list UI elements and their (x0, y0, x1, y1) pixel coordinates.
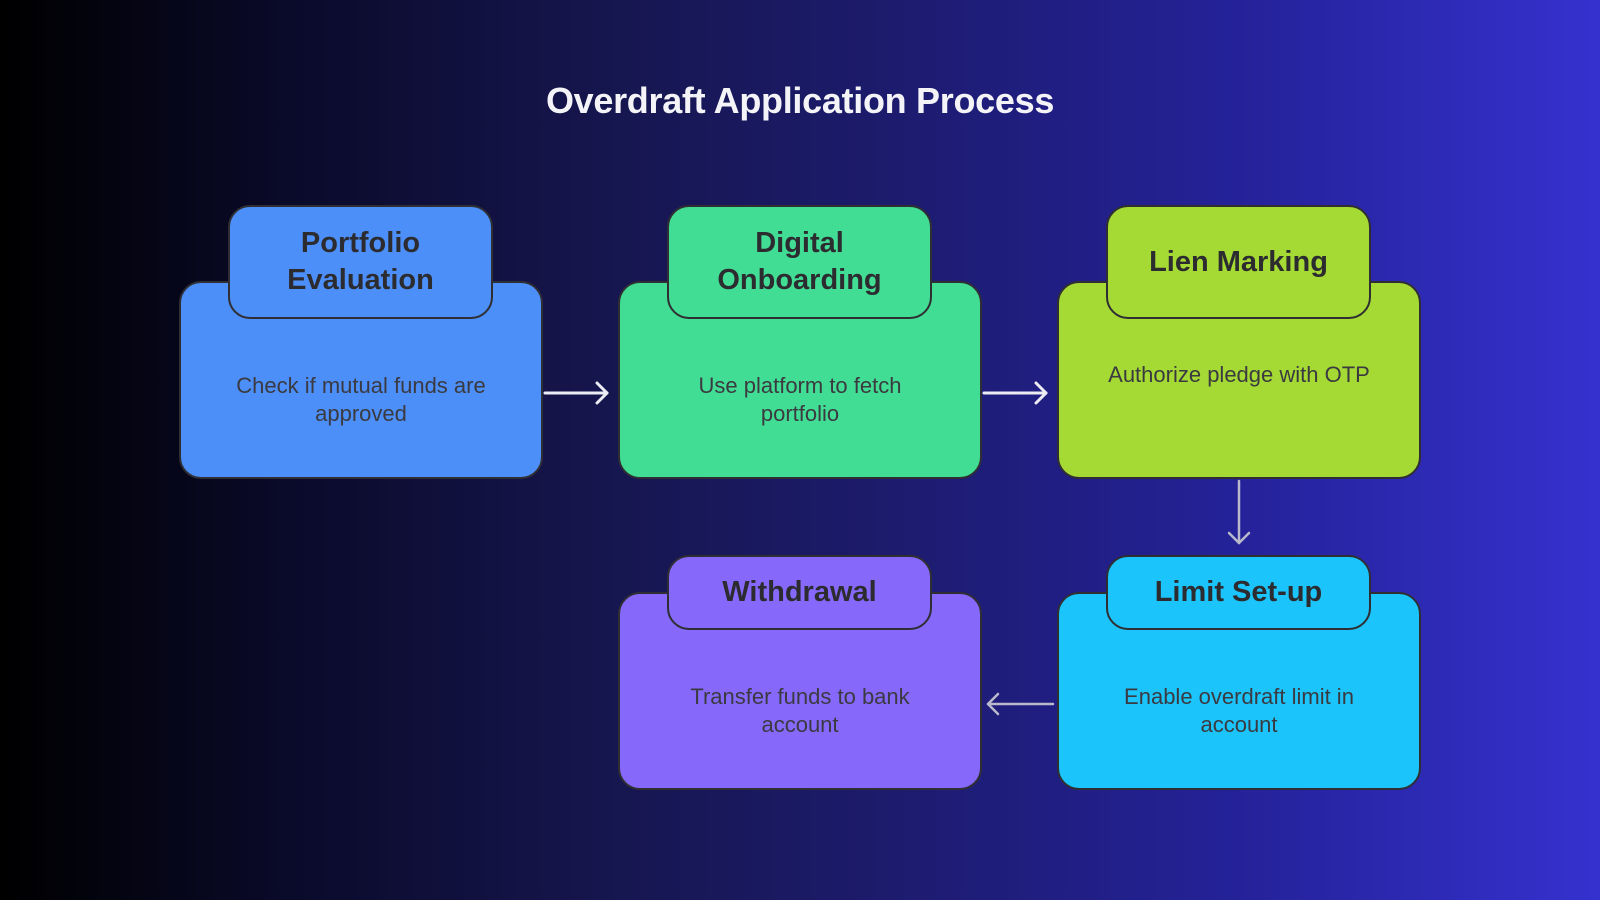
step-digital-onboarding: Use platform to fetch portfolio Digital … (618, 205, 982, 479)
step-description: Authorize pledge with OTP (1108, 362, 1370, 387)
diagram-title: Overdraft Application Process (545, 80, 1055, 121)
step-title: Limit Set-up (1154, 576, 1323, 608)
arrow-lien-to-limit (1227, 479, 1251, 545)
step-withdrawal: Transfer funds to bank account Withdrawa… (618, 555, 982, 790)
step-title: Portfolio Evaluation (287, 227, 434, 296)
step-description: Check if mutual funds are approved (236, 373, 486, 426)
step-header: Withdrawal (667, 555, 932, 630)
step-limit-setup: Enable overdraft limit in account Limit … (1057, 555, 1421, 790)
step-header: Lien Marking (1106, 205, 1371, 319)
arrow-portfolio-to-digital (543, 381, 609, 405)
step-header: Limit Set-up (1106, 555, 1371, 630)
step-title: Lien Marking (1149, 245, 1328, 278)
step-description: Use platform to fetch portfolio (698, 373, 902, 426)
step-title: Digital Onboarding (717, 227, 882, 296)
step-description: Transfer funds to bank account (690, 684, 910, 737)
step-description: Enable overdraft limit in account (1124, 684, 1354, 737)
arrow-limit-to-withdrawal (986, 692, 1055, 716)
step-header: Portfolio Evaluation (228, 205, 493, 319)
step-lien-marking: Authorize pledge with OTP Lien Marking (1057, 205, 1421, 479)
step-portfolio-evaluation: Check if mutual funds are approved Portf… (179, 205, 543, 479)
arrow-digital-to-lien (982, 381, 1048, 405)
step-header: Digital Onboarding (667, 205, 932, 319)
step-title: Withdrawal (722, 576, 877, 608)
